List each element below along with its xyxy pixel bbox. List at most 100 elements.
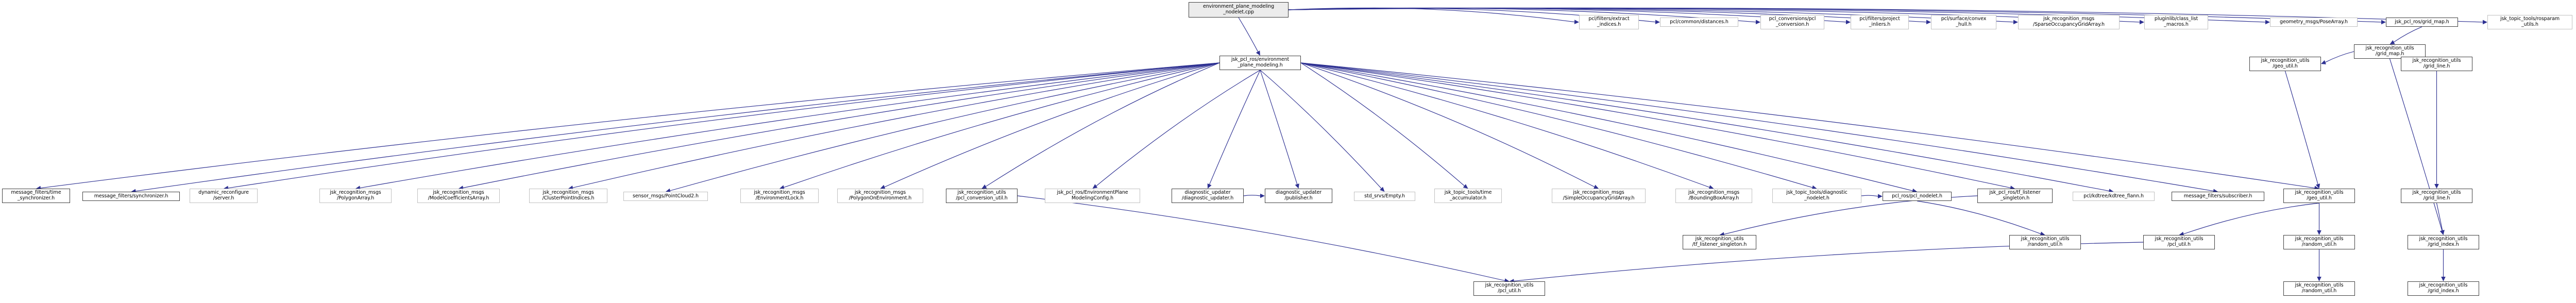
graph-node[interactable]: message_filters/synchronizer.h [82,192,180,201]
graph-edge [135,62,1220,192]
graph-edge [1300,62,2109,192]
graph-node[interactable]: pcl/filters/extract _indices.h [1579,15,1639,29]
graph-edge [2389,58,2443,231]
graph-edge [463,62,1220,189]
graph-edge [1017,195,1505,281]
graph-edge [1300,62,1465,187]
graph-node[interactable]: jsk_topic_tools/rosparam _utils.h [2487,15,2572,29]
graph-edge [2325,51,2354,63]
graph-edge-arrowhead [1574,20,1579,24]
graph-edge [1288,7,1575,23]
graph-node[interactable]: message_filters/time _synchronizer.h [2,189,70,203]
graph-edge [784,62,1220,188]
graph-edge-arrowhead [2389,40,2395,44]
graph-node[interactable]: jsk_pcl_ros/tf_listener _singleton.h [1977,189,2053,203]
graph-node[interactable]: jsk_recognition_utils /grid_map.h [2354,44,2426,59]
graph-edge-arrowhead [2483,20,2487,25]
graph-node[interactable]: jsk_recognition_msgs /ClusterPointIndice… [529,189,607,203]
graph-node[interactable]: jsk_recognition_utils /grid_line.h [2401,189,2472,203]
graph-edge [884,62,1220,188]
graph-edge-arrowhead [2381,20,2386,25]
graph-node[interactable]: jsk_recognition_utils /grid_line.h [2401,57,2472,71]
graph-edge-arrowhead [1380,187,1385,192]
graph-edge-arrowhead [1295,183,1299,189]
graph-edge-arrowhead [1092,184,1098,189]
graph-edge [1300,62,2315,189]
graph-edge-arrowhead [2441,277,2446,281]
graph-node[interactable]: jsk_recognition_utils /pcl_util.h [2143,235,2215,249]
graph-node[interactable]: jsk_recognition_msgs /ModelCoefficientsA… [417,189,500,203]
graph-node[interactable]: jsk_recognition_utils /random_util.h [2009,235,2081,249]
graph-edge-arrowhead [1207,183,1212,189]
graph-edge-arrowhead [1256,50,1260,56]
graph-node[interactable]: jsk_pcl_ros/environment _plane_modeling.… [1219,56,1301,70]
graph-edge-arrowhead [1877,194,1883,199]
graph-edge [1096,70,1261,187]
graph-node[interactable]: sensor_msgs/PointCloud2.h [623,192,708,201]
graph-node[interactable]: jsk_pcl_ros/EnvironmentPlane ModelingCon… [1045,189,1140,203]
graph-root-node[interactable]: environment_plane_modeling _nodelet.cpp [1189,2,1289,18]
graph-edge [1260,70,1382,189]
graph-edge [1300,62,2011,188]
graph-edge-arrowhead [2317,230,2321,235]
graph-node[interactable]: diagnostic_updater /publisher.h [1265,189,1332,203]
graph-node[interactable]: jsk_recognition_utils /geo_util.h [2283,189,2355,203]
graph-node[interactable]: diagnostic_updater /diagnostic_updater.h [1172,189,1244,203]
graph-node[interactable]: pcl/filters/project _inliers.h [1851,15,1909,29]
graph-node[interactable]: geometry_msgs/PoseArray.h [2270,18,2358,27]
graph-edge [1917,200,2041,234]
graph-edge [1209,70,1261,185]
graph-node[interactable]: jsk_recognition_utils /pcl_conversion_ut… [946,189,1018,203]
graph-node[interactable]: std_srvs/Empty.h [1354,192,1415,201]
graph-edge-arrowhead [2317,277,2321,281]
graph-node[interactable]: jsk_recognition_utils /grid_index.h [2408,281,2479,296]
graph-edge [2436,203,2443,231]
graph-edge-arrowhead [2315,183,2320,189]
graph-edge [40,62,1220,189]
graph-edge-arrowhead [2265,20,2270,25]
graph-node[interactable]: pcl/surface/convex _hull.h [1931,15,1996,29]
graph-edge [1238,17,1259,52]
graph-node[interactable]: jsk_recognition_msgs /BoundingBoxArray.h [1675,189,1752,203]
graph-edge [572,62,1220,188]
graph-edge [670,62,1220,191]
graph-edge-arrowhead [1655,20,1660,24]
graph-node[interactable]: jsk_topic_tools/diagnostic _nodelet.h [1772,189,1861,203]
graph-node[interactable]: message_filters/subscriber.h [2172,192,2264,201]
graph-node[interactable]: jsk_recognition_utils /tf_listener_singl… [1683,235,1756,249]
graph-node[interactable]: jsk_recognition_utils /pcl_util.h [1473,281,1545,296]
graph-node[interactable]: jsk_recognition_msgs /SimpleOccupancyGri… [1552,189,1646,203]
graph-node[interactable]: dynamic_reconfigure /server.h [190,189,258,203]
graph-edge [2183,203,2319,234]
graph-node[interactable]: jsk_recognition_utils /geo_util.h [2249,57,2321,71]
graph-edge-arrowhead [2139,20,2144,25]
graph-node[interactable]: jsk_topic_tools/time _accumulator.h [1434,189,1502,203]
graph-node[interactable]: jsk_recognition_msgs /PolygonArray.h [319,189,392,203]
graph-node[interactable]: jsk_recognition_utils /grid_index.h [2408,235,2479,249]
graph-edge [1300,62,2214,192]
graph-edge [1243,195,1261,196]
graph-node[interactable]: jsk_pcl_ros/grid_map.h [2386,18,2458,27]
graph-edge [2284,71,2318,184]
graph-edge [360,62,1220,189]
graph-node[interactable]: pcl/kdtree/kdtree_flann.h [2073,192,2155,201]
graph-edge-arrowhead [2321,60,2326,64]
graph-node[interactable]: jsk_recognition_msgs /SparseOccupancyGri… [2018,15,2120,29]
graph-edge-arrowhead [2440,230,2445,235]
graph-edge [1288,7,2382,23]
graph-node[interactable]: jsk_recognition_msgs /EnvironmentLock.h [740,189,819,203]
graph-node[interactable]: pcl_conversions/pcl _conversion.h [1760,15,1824,29]
graph-node[interactable]: jsk_recognition_msgs /PolygonOnEnvironme… [837,189,923,203]
graph-node[interactable]: jsk_recognition_utils /random_util.h [2283,235,2355,249]
graph-edge-arrowhead [1926,20,1931,25]
graph-node[interactable]: jsk_recognition_utils /random_util.h [2283,281,2355,296]
graph-edge [1300,62,1710,188]
graph-node[interactable]: pcl/common/distances.h [1660,18,1738,27]
graph-node[interactable]: pcl_ros/pcl_nodelet.h [1883,192,1952,201]
graph-edge-arrowhead [2434,184,2439,189]
graph-node[interactable]: pluginlib/class_list _macros.h [2144,15,2208,29]
graph-edge [1861,195,1878,197]
graph-edge [1300,62,1595,188]
